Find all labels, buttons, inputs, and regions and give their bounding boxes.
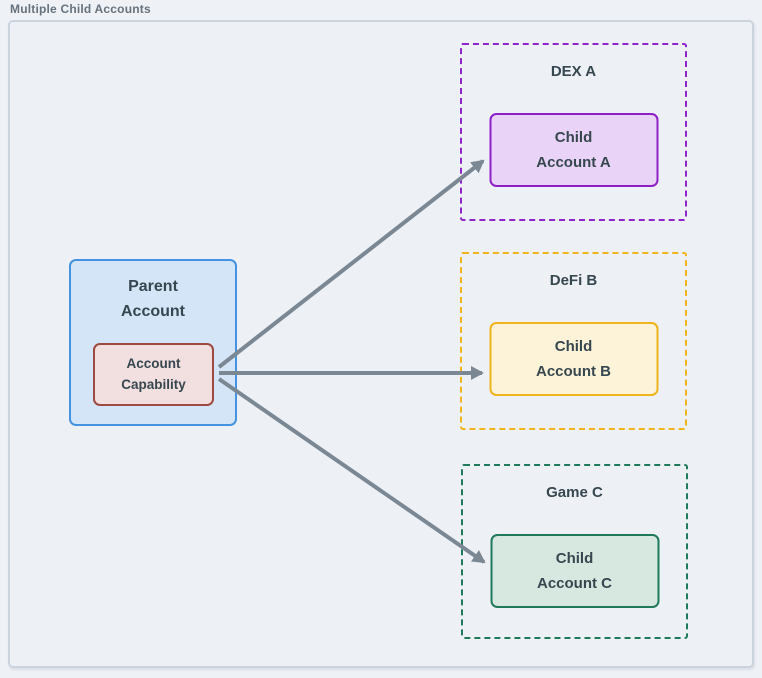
group-defi-b: DeFi B Child Account B xyxy=(460,252,687,430)
parent-account-label: Parent Account xyxy=(121,278,185,320)
child-account-a-box: Child Account A xyxy=(489,113,658,187)
page-title: Multiple Child Accounts xyxy=(10,2,151,16)
group-game-c-label: Game C xyxy=(546,484,603,501)
account-capability-box: Account Capability xyxy=(93,343,214,406)
child-account-b-box: Child Account B xyxy=(489,322,658,396)
group-defi-b-label: DeFi B xyxy=(549,272,598,289)
group-dex-a: DEX A Child Account A xyxy=(460,43,687,221)
group-game-c: Game C Child Account C xyxy=(461,464,688,639)
child-account-a-label: Child Account A xyxy=(536,129,611,171)
child-account-c-label: Child Account C xyxy=(537,550,612,592)
child-account-c-box: Child Account C xyxy=(490,534,659,608)
group-dex-a-label: DEX A xyxy=(550,63,597,80)
child-account-b-label: Child Account B xyxy=(536,338,611,380)
account-capability-label: Account Capability xyxy=(121,356,186,392)
